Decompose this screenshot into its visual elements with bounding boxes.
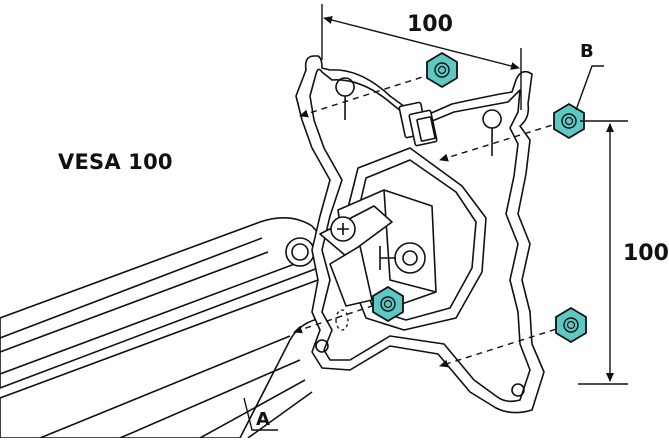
hex-nut-icon [426,51,458,89]
tilt-head [319,189,437,307]
assembly-guides [293,73,567,368]
callout-a-label: A [256,409,270,430]
callout-b-label: B [580,41,594,62]
hidden-hole-outline [335,309,349,331]
monitor-arm [0,217,351,439]
hex-nut-icon [372,285,404,323]
hex-nut-icon [555,306,587,344]
dimension-horizontal [321,4,522,110]
vertical-dimension-label: 100 [623,241,669,266]
callout-leader-a [243,397,278,431]
horizontal-dimension-label: 100 [407,12,453,37]
callout-leader-b [575,65,604,111]
dimension-vertical [578,120,628,385]
standard-label: VESA 100 [58,150,173,174]
hex-nut-icon [553,102,585,140]
